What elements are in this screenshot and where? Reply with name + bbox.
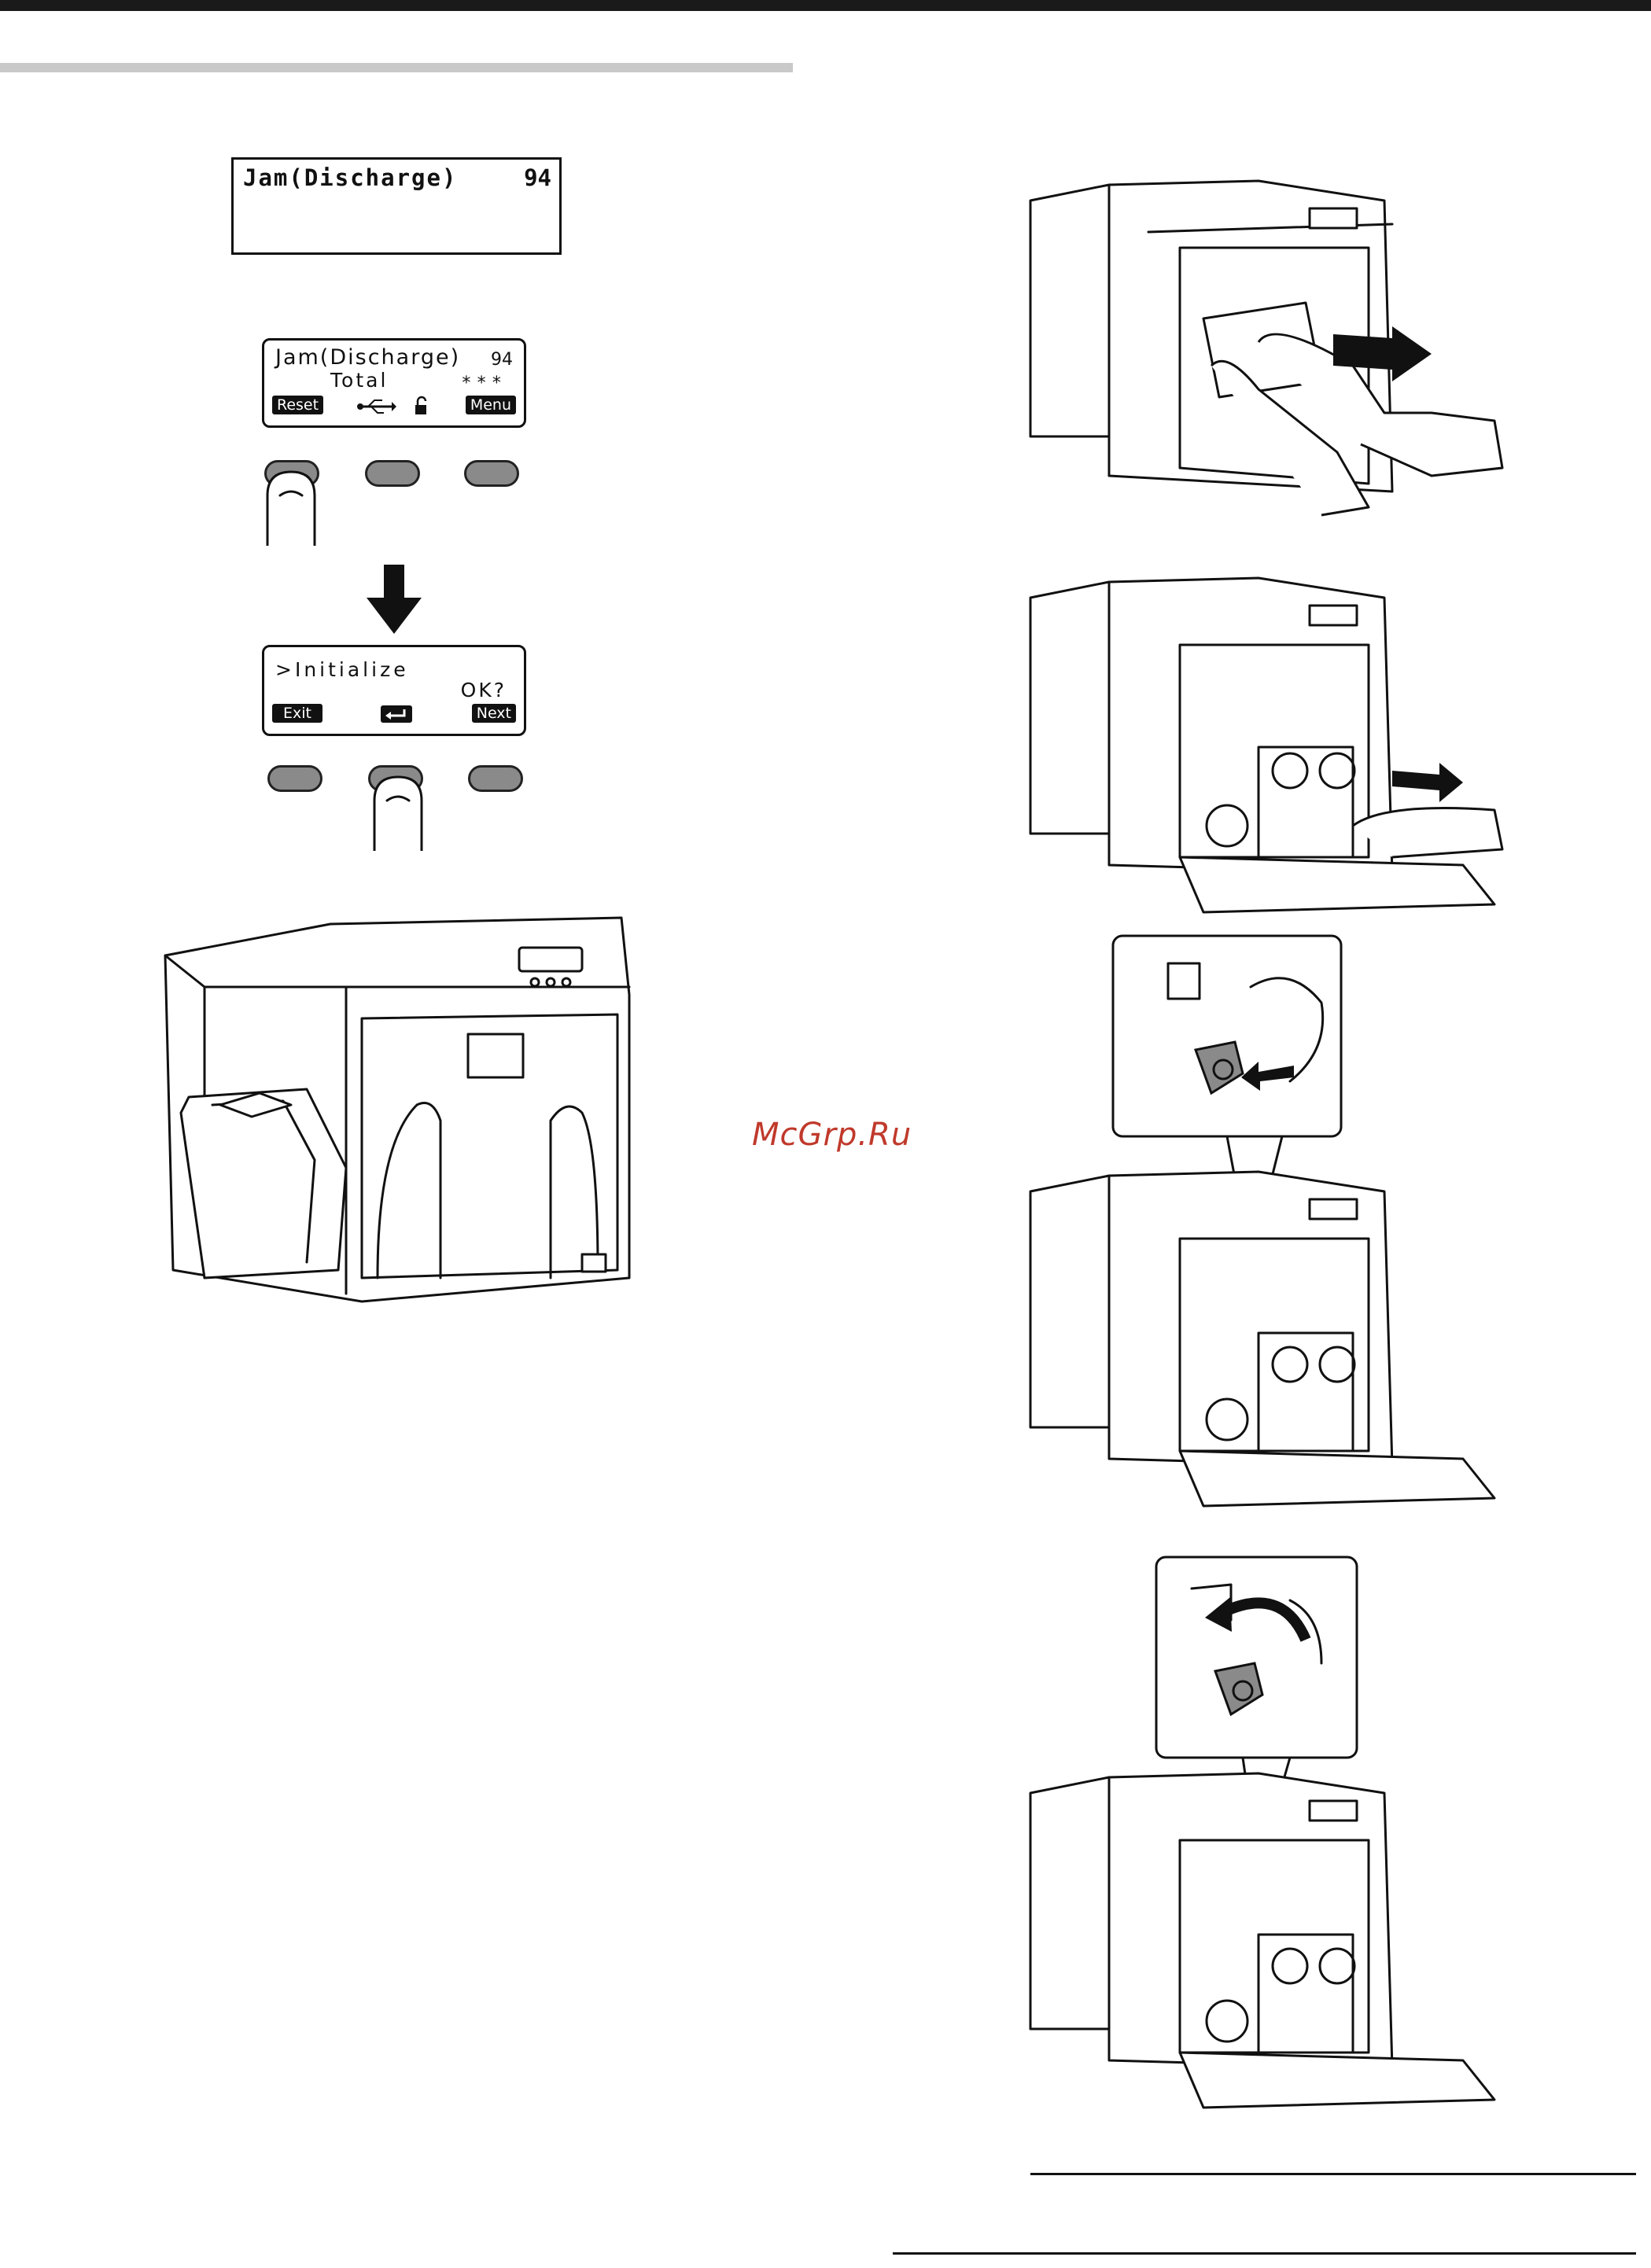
finger-press-left (260, 464, 322, 550)
lcd-menu-message: Jam(Discharge) (275, 345, 460, 370)
down-arrow-icon (367, 565, 422, 635)
lcd-error-display: Jam(Discharge) 94 (231, 157, 562, 255)
usb-icon (357, 397, 396, 416)
reset-key-label: Reset (272, 396, 323, 414)
center-button[interactable] (365, 460, 420, 487)
top-bar (0, 0, 1651, 11)
lcd-initialize-prompt: OK? (461, 679, 507, 701)
next-key-label: Next (472, 704, 516, 723)
finger-press-center (367, 769, 429, 856)
printer-remove-ribbon-illustration (1023, 177, 1510, 539)
lcd-error-message: Jam(Discharge) (243, 164, 457, 191)
lcd-initialize-message: >Initialize (275, 658, 409, 681)
printer-rotate-lever-illustration (1023, 1553, 1510, 2104)
unlock-icon (414, 397, 429, 416)
lcd-menu-sub: Total (330, 369, 388, 392)
section-bar (0, 63, 793, 72)
lcd-initialize-display: >Initialize OK? Exit Next (262, 645, 526, 736)
watermark-text: McGrp.Ru (752, 1117, 912, 1153)
printer-open-cover-illustration (1023, 574, 1510, 920)
lcd-menu-display: Jam(Discharge) 94 Total *** Reset Menu (262, 338, 526, 428)
exit-key-label: Exit (272, 704, 322, 723)
left-button-2[interactable] (267, 765, 322, 792)
printer-lever-detail-illustration (1023, 932, 1510, 1482)
enter-icon (381, 705, 412, 723)
lcd-error-code: 94 (524, 164, 551, 191)
right-button-2[interactable] (468, 765, 523, 792)
lcd-menu-stars: *** (461, 374, 507, 393)
bottom-rule-upper (1030, 2173, 1636, 2175)
menu-key-label: Menu (466, 396, 516, 414)
printer-illustration-front (157, 908, 645, 1317)
bottom-rule-lower (893, 2252, 1636, 2255)
right-button[interactable] (464, 460, 519, 487)
lcd-menu-code: 94 (491, 350, 513, 370)
